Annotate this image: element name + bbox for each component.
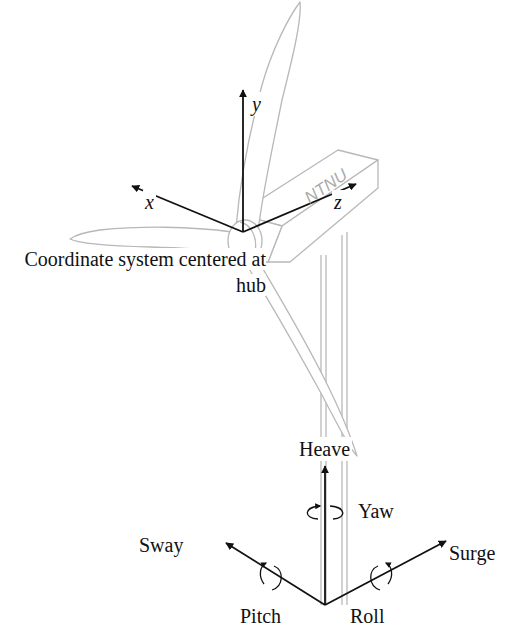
motion-label: Yaw [356, 499, 396, 523]
motion-label: Pitch [238, 604, 283, 628]
motion-label: Sway [137, 533, 185, 557]
annotation: Coordinate system centered at hub [2, 246, 268, 298]
motion-label: Heave [297, 437, 352, 461]
turbine [70, 2, 378, 605]
motion-label: Surge [447, 541, 497, 565]
motion-axes [226, 466, 446, 605]
axis-label: x [143, 190, 156, 214]
hub-axes [132, 90, 356, 232]
annotation-text: Coordinate system centered at hub [24, 248, 266, 296]
motion-label: Roll [348, 604, 386, 628]
axis-label: y [250, 92, 263, 116]
